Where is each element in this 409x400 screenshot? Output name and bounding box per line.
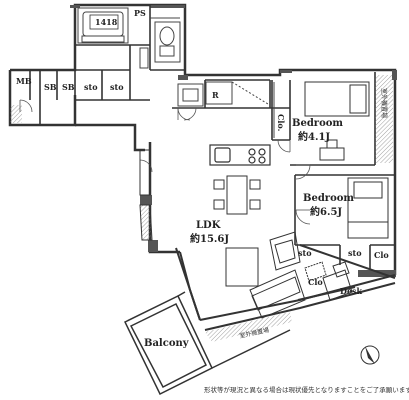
label-sb1: SB [44, 82, 57, 92]
desk-area [304, 261, 353, 301]
disclaimer-note: 形状等が現況と異なる場合は現状優先となりますことをご了承願います。 [204, 385, 409, 394]
bath-number-box [89, 14, 119, 30]
labels: MB PS 1418 SB SB sto sto R Clo. Bedroom … [16, 8, 409, 394]
label-sto1: sto [84, 82, 98, 92]
bathroom-fixtures [77, 7, 181, 63]
label-outdoor-unit-right: 室外機置場 [380, 88, 388, 118]
bedroom1-furniture [304, 81, 370, 161]
diagonal-walls [175, 244, 396, 331]
label-ldk-name: LDK [196, 220, 221, 231]
label-sto-w1: sto [298, 248, 312, 258]
sofa-set [225, 231, 306, 319]
label-bedroom1-size: 約4.1J [298, 130, 330, 143]
wall-columns [70, 5, 397, 277]
entrance-storage [139, 149, 153, 241]
refrigerator [205, 81, 269, 105]
label-sb2: SB [62, 82, 75, 92]
label-clo-top: Clo. [276, 114, 286, 132]
label-clo-bottom: Clo [308, 277, 323, 287]
balcony-outline [123, 291, 291, 396]
label-sto2: sto [110, 82, 124, 92]
label-ps: PS [134, 8, 146, 18]
hatched-areas [10, 75, 393, 342]
toilet-fixture [139, 47, 204, 107]
label-bedroom2-name: Bedroom [303, 193, 354, 204]
label-mb: MB [16, 76, 32, 86]
bedroom2-furniture [347, 177, 389, 239]
label-clo-right: Clo [374, 250, 389, 260]
door-swings [19, 99, 311, 225]
label-balcony: Balcony [144, 338, 190, 349]
interior-walls [29, 5, 395, 270]
label-bedroom1-name: Bedroom [292, 118, 343, 129]
kitchen-counter [209, 144, 271, 166]
label-sto-w2: sto [348, 248, 362, 258]
label-ldk-size: 約15.6J [190, 232, 229, 245]
label-desk: Desk [340, 286, 363, 296]
label-r: R [212, 90, 219, 100]
compass-icon [360, 345, 380, 365]
label-bath: 1418 [95, 17, 118, 27]
dining-set [213, 175, 261, 215]
label-bedroom2-size: 約6.5J [310, 205, 342, 218]
